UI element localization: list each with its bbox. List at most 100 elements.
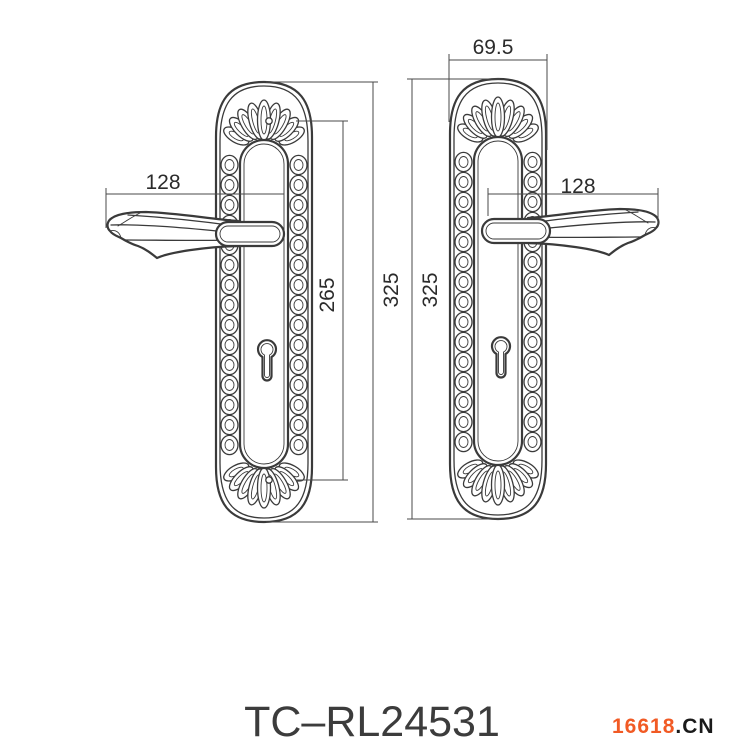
plate-scallop bbox=[523, 311, 542, 333]
plate-scallop-inner bbox=[527, 296, 538, 308]
plate-scallop bbox=[220, 294, 239, 316]
plate-scallop-inner bbox=[527, 176, 538, 188]
plate-scallop bbox=[454, 291, 473, 313]
plate-scallop-inner bbox=[458, 276, 469, 288]
plate-scallop bbox=[454, 211, 473, 233]
plate-scallop-inner bbox=[224, 179, 235, 191]
plate-scallop bbox=[289, 154, 308, 176]
lever-arm bbox=[526, 207, 660, 257]
keyhole bbox=[490, 336, 512, 379]
plate-scallop bbox=[523, 351, 542, 373]
plate-scallop bbox=[523, 271, 542, 293]
plate-scallop bbox=[454, 311, 473, 333]
plate-scallop bbox=[220, 434, 239, 456]
plate-scallop-inner bbox=[458, 336, 469, 348]
right-back-plate bbox=[448, 77, 548, 521]
plate-scallop bbox=[289, 314, 308, 336]
plate-scallop bbox=[523, 251, 542, 273]
model-title: TC–RL24531 bbox=[244, 698, 500, 746]
lever-tip-curl bbox=[109, 230, 122, 239]
plate-scallop bbox=[289, 374, 308, 396]
plate-scallop-inner bbox=[224, 379, 235, 391]
plate-scallop bbox=[289, 274, 308, 296]
plate-scallop bbox=[523, 151, 542, 173]
plate-scallop-inner bbox=[527, 336, 538, 348]
bottom-shell-petal-vein bbox=[494, 470, 502, 500]
screw-hole-top bbox=[265, 117, 273, 125]
site-watermark: 16618.CN bbox=[612, 715, 715, 738]
plate-scallop-inner bbox=[293, 319, 304, 331]
plate-scallop-inner bbox=[527, 196, 538, 208]
dim-screw-spacing-label: 265 bbox=[316, 277, 339, 312]
plate-scallop bbox=[289, 234, 308, 256]
dim-right-lever-label: 128 bbox=[560, 175, 595, 198]
plate-scallop bbox=[220, 194, 239, 216]
lever-rose bbox=[214, 220, 286, 248]
plate-scallop bbox=[454, 351, 473, 373]
dimension-lines bbox=[105, 54, 659, 523]
keyhole-inner bbox=[494, 340, 508, 375]
plate-scallop-inner bbox=[293, 239, 304, 251]
plate-scallop bbox=[220, 374, 239, 396]
plate-scallop bbox=[289, 254, 308, 276]
plate-scallop-inner bbox=[458, 436, 469, 448]
plate-scallop-inner bbox=[293, 339, 304, 351]
plate-scallop bbox=[454, 231, 473, 253]
plate-scallop-inner bbox=[293, 259, 304, 271]
plate-scallop-inner bbox=[527, 356, 538, 368]
plate-scallop bbox=[454, 431, 473, 453]
plate-scallop bbox=[523, 171, 542, 193]
top-shell-petal-vein bbox=[494, 102, 502, 132]
plate-scallop-inner bbox=[224, 159, 235, 171]
plate-scallop-inner bbox=[224, 199, 235, 211]
plate-scallop-inner bbox=[527, 396, 538, 408]
plate-center-slot-inner bbox=[477, 140, 519, 462]
plate-scallop bbox=[289, 214, 308, 236]
plate-scallop-inner bbox=[293, 199, 304, 211]
bottom-shell-petal-vein bbox=[260, 473, 268, 503]
dim-right-height-label: 325 bbox=[419, 272, 442, 307]
plate-scallop bbox=[523, 371, 542, 393]
plate-scallop-inner bbox=[293, 439, 304, 451]
lever-rose bbox=[480, 217, 552, 245]
plate-center-slot bbox=[238, 138, 290, 470]
plate-scallop bbox=[523, 331, 542, 353]
plate-scallop bbox=[289, 394, 308, 416]
plate-scallop bbox=[454, 151, 473, 173]
plate-scallop-inner bbox=[458, 176, 469, 188]
plate-scallop bbox=[454, 171, 473, 193]
plate-scallop bbox=[454, 191, 473, 213]
plate-scallop-inner bbox=[293, 299, 304, 311]
plate-center-slot bbox=[472, 135, 524, 467]
plate-scallop-inner bbox=[293, 279, 304, 291]
plate-scallop-inner bbox=[224, 259, 235, 271]
plate-scallop-inner bbox=[458, 236, 469, 248]
plate-scallop-inner bbox=[293, 179, 304, 191]
plate-scallop-inner bbox=[458, 156, 469, 168]
plate-scallop-inner bbox=[458, 296, 469, 308]
lever-arm bbox=[106, 210, 240, 260]
plate-scallop bbox=[220, 414, 239, 436]
left-lever-handle bbox=[106, 210, 286, 260]
plate-scallop bbox=[454, 411, 473, 433]
lever-rose-highlight bbox=[219, 225, 281, 243]
lever-tip-curl bbox=[625, 209, 649, 224]
plate-scallop-inner bbox=[527, 156, 538, 168]
plate-scallop bbox=[220, 154, 239, 176]
plate-scallop bbox=[289, 434, 308, 456]
lever-tip-curl bbox=[117, 212, 141, 227]
plate-scallop bbox=[289, 194, 308, 216]
keyhole-inner bbox=[260, 343, 274, 378]
plate-scallop-inner bbox=[224, 359, 235, 371]
plate-scallop-inner bbox=[224, 419, 235, 431]
plate-scallop bbox=[454, 271, 473, 293]
plate-scallop-inner bbox=[293, 359, 304, 371]
plate-scallop-inner bbox=[458, 196, 469, 208]
screw-hole-bottom bbox=[265, 476, 273, 484]
left-back-plate bbox=[214, 80, 314, 524]
plate-scallop-inner bbox=[224, 299, 235, 311]
plate-scallop bbox=[454, 331, 473, 353]
plate-scallop bbox=[289, 174, 308, 196]
plate-scallop-inner bbox=[527, 316, 538, 328]
